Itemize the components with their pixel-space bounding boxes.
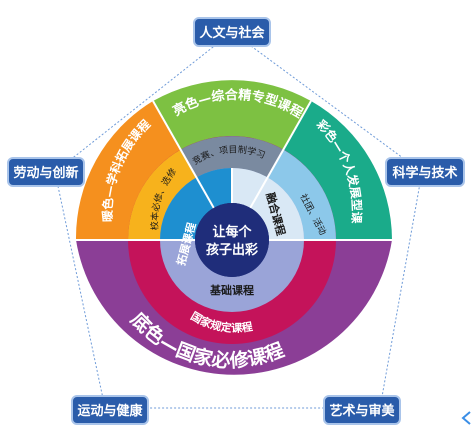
node-right-label: 科学与技术 [392,165,457,181]
node-left-label: 劳动与创新 [13,165,78,181]
node-bottom-right-label: 艺术与审美 [329,403,395,419]
center-circle-top [195,203,269,277]
node-bottom-right: 艺术与审美 [323,395,401,425]
node-bottom-left-label: 运动与健康 [77,403,143,419]
center-text-line2: 孩子出彩 [206,242,258,258]
pentagon-outline [54,31,423,409]
node-top: 人文与社会 [193,17,271,47]
center-text-line1: 让每个 [212,224,252,240]
inner-label-bottom: 基础课程 [209,283,254,297]
node-bottom-left: 运动与健康 [71,395,149,425]
node-right: 科学与技术 [385,157,465,187]
chevron-left-icon[interactable] [461,411,471,425]
node-top-label: 人文与社会 [199,25,265,41]
node-left: 劳动与创新 [7,157,85,187]
